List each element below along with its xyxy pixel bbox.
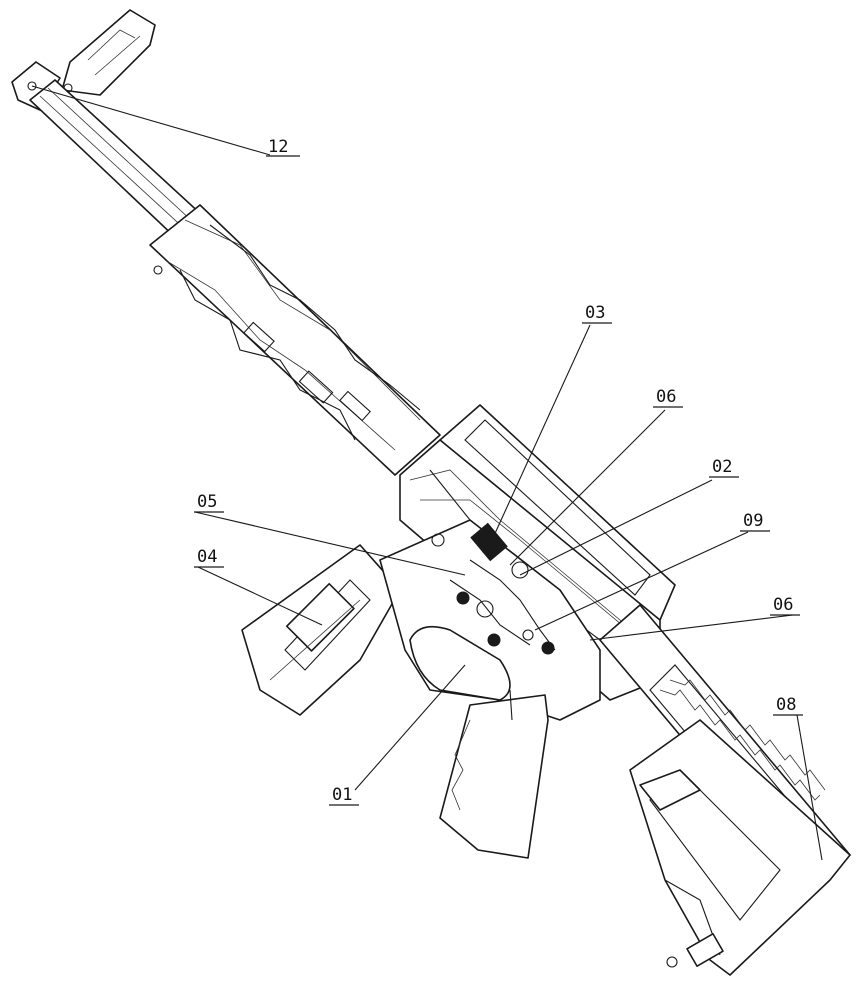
callout-01: 01	[329, 785, 359, 805]
magazine	[242, 545, 400, 715]
callout-12: 12	[266, 137, 300, 157]
hammer-pin	[457, 592, 469, 604]
callout-03: 03	[582, 303, 612, 323]
callout-label-09: 09	[743, 511, 763, 531]
callout-label-06-lower: 06	[773, 595, 793, 615]
trigger-pin	[488, 634, 500, 646]
front-sight-block	[62, 10, 155, 95]
stock-body	[630, 720, 850, 975]
callout-label-06-upper: 06	[656, 387, 676, 407]
handguard	[150, 205, 440, 475]
callout-label-12: 12	[268, 137, 288, 157]
callout-label-01: 01	[332, 785, 352, 805]
barrel-assembly	[12, 10, 440, 475]
callout-06-lower: 06	[770, 595, 800, 615]
callout-label-08: 08	[776, 695, 796, 715]
callout-label-04: 04	[197, 547, 217, 567]
callout-label-02: 02	[712, 457, 732, 477]
callout-08: 08	[773, 695, 803, 715]
callout-label-05: 05	[197, 492, 217, 512]
stock-assembly	[600, 605, 850, 975]
callout-02: 02	[709, 457, 739, 477]
callout-09: 09	[740, 511, 770, 531]
callout-05: 05	[194, 492, 224, 512]
pistol-grip	[440, 695, 548, 858]
callout-06-upper: 06	[653, 387, 683, 407]
callout-label-03: 03	[585, 303, 605, 323]
callout-04: 04	[194, 547, 224, 567]
